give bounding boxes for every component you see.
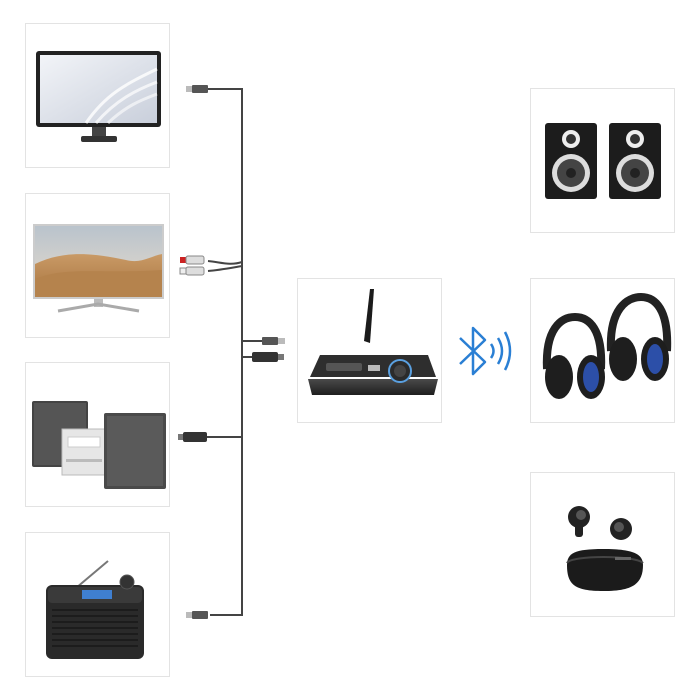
rca-plugs [179, 255, 205, 276]
earbuds-icon [566, 506, 644, 591]
hifi-system-icon [32, 401, 166, 489]
output-card-earbuds [530, 472, 675, 617]
output-card-speakers [530, 88, 675, 233]
source-card-tv [25, 193, 170, 338]
tv-icon [33, 224, 164, 313]
hub-card [297, 278, 442, 423]
source-card-monitor [25, 23, 170, 168]
jack-plug-top [186, 85, 208, 93]
headphones-icon [542, 292, 672, 399]
jack-plug-bottom [186, 611, 208, 619]
source-card-radio [25, 532, 170, 677]
output-card-headphones [530, 278, 675, 423]
radio-icon [46, 560, 144, 659]
jack-plug-hub-1 [262, 337, 285, 345]
bluetooth-icon [459, 326, 512, 376]
bluetooth-transceiver-icon [308, 289, 438, 395]
monitor-icon [36, 51, 161, 142]
optical-plug-hub [252, 352, 284, 362]
optical-plug-hifi [178, 432, 207, 442]
source-card-hifi [25, 362, 170, 507]
speakers-icon [545, 123, 661, 199]
